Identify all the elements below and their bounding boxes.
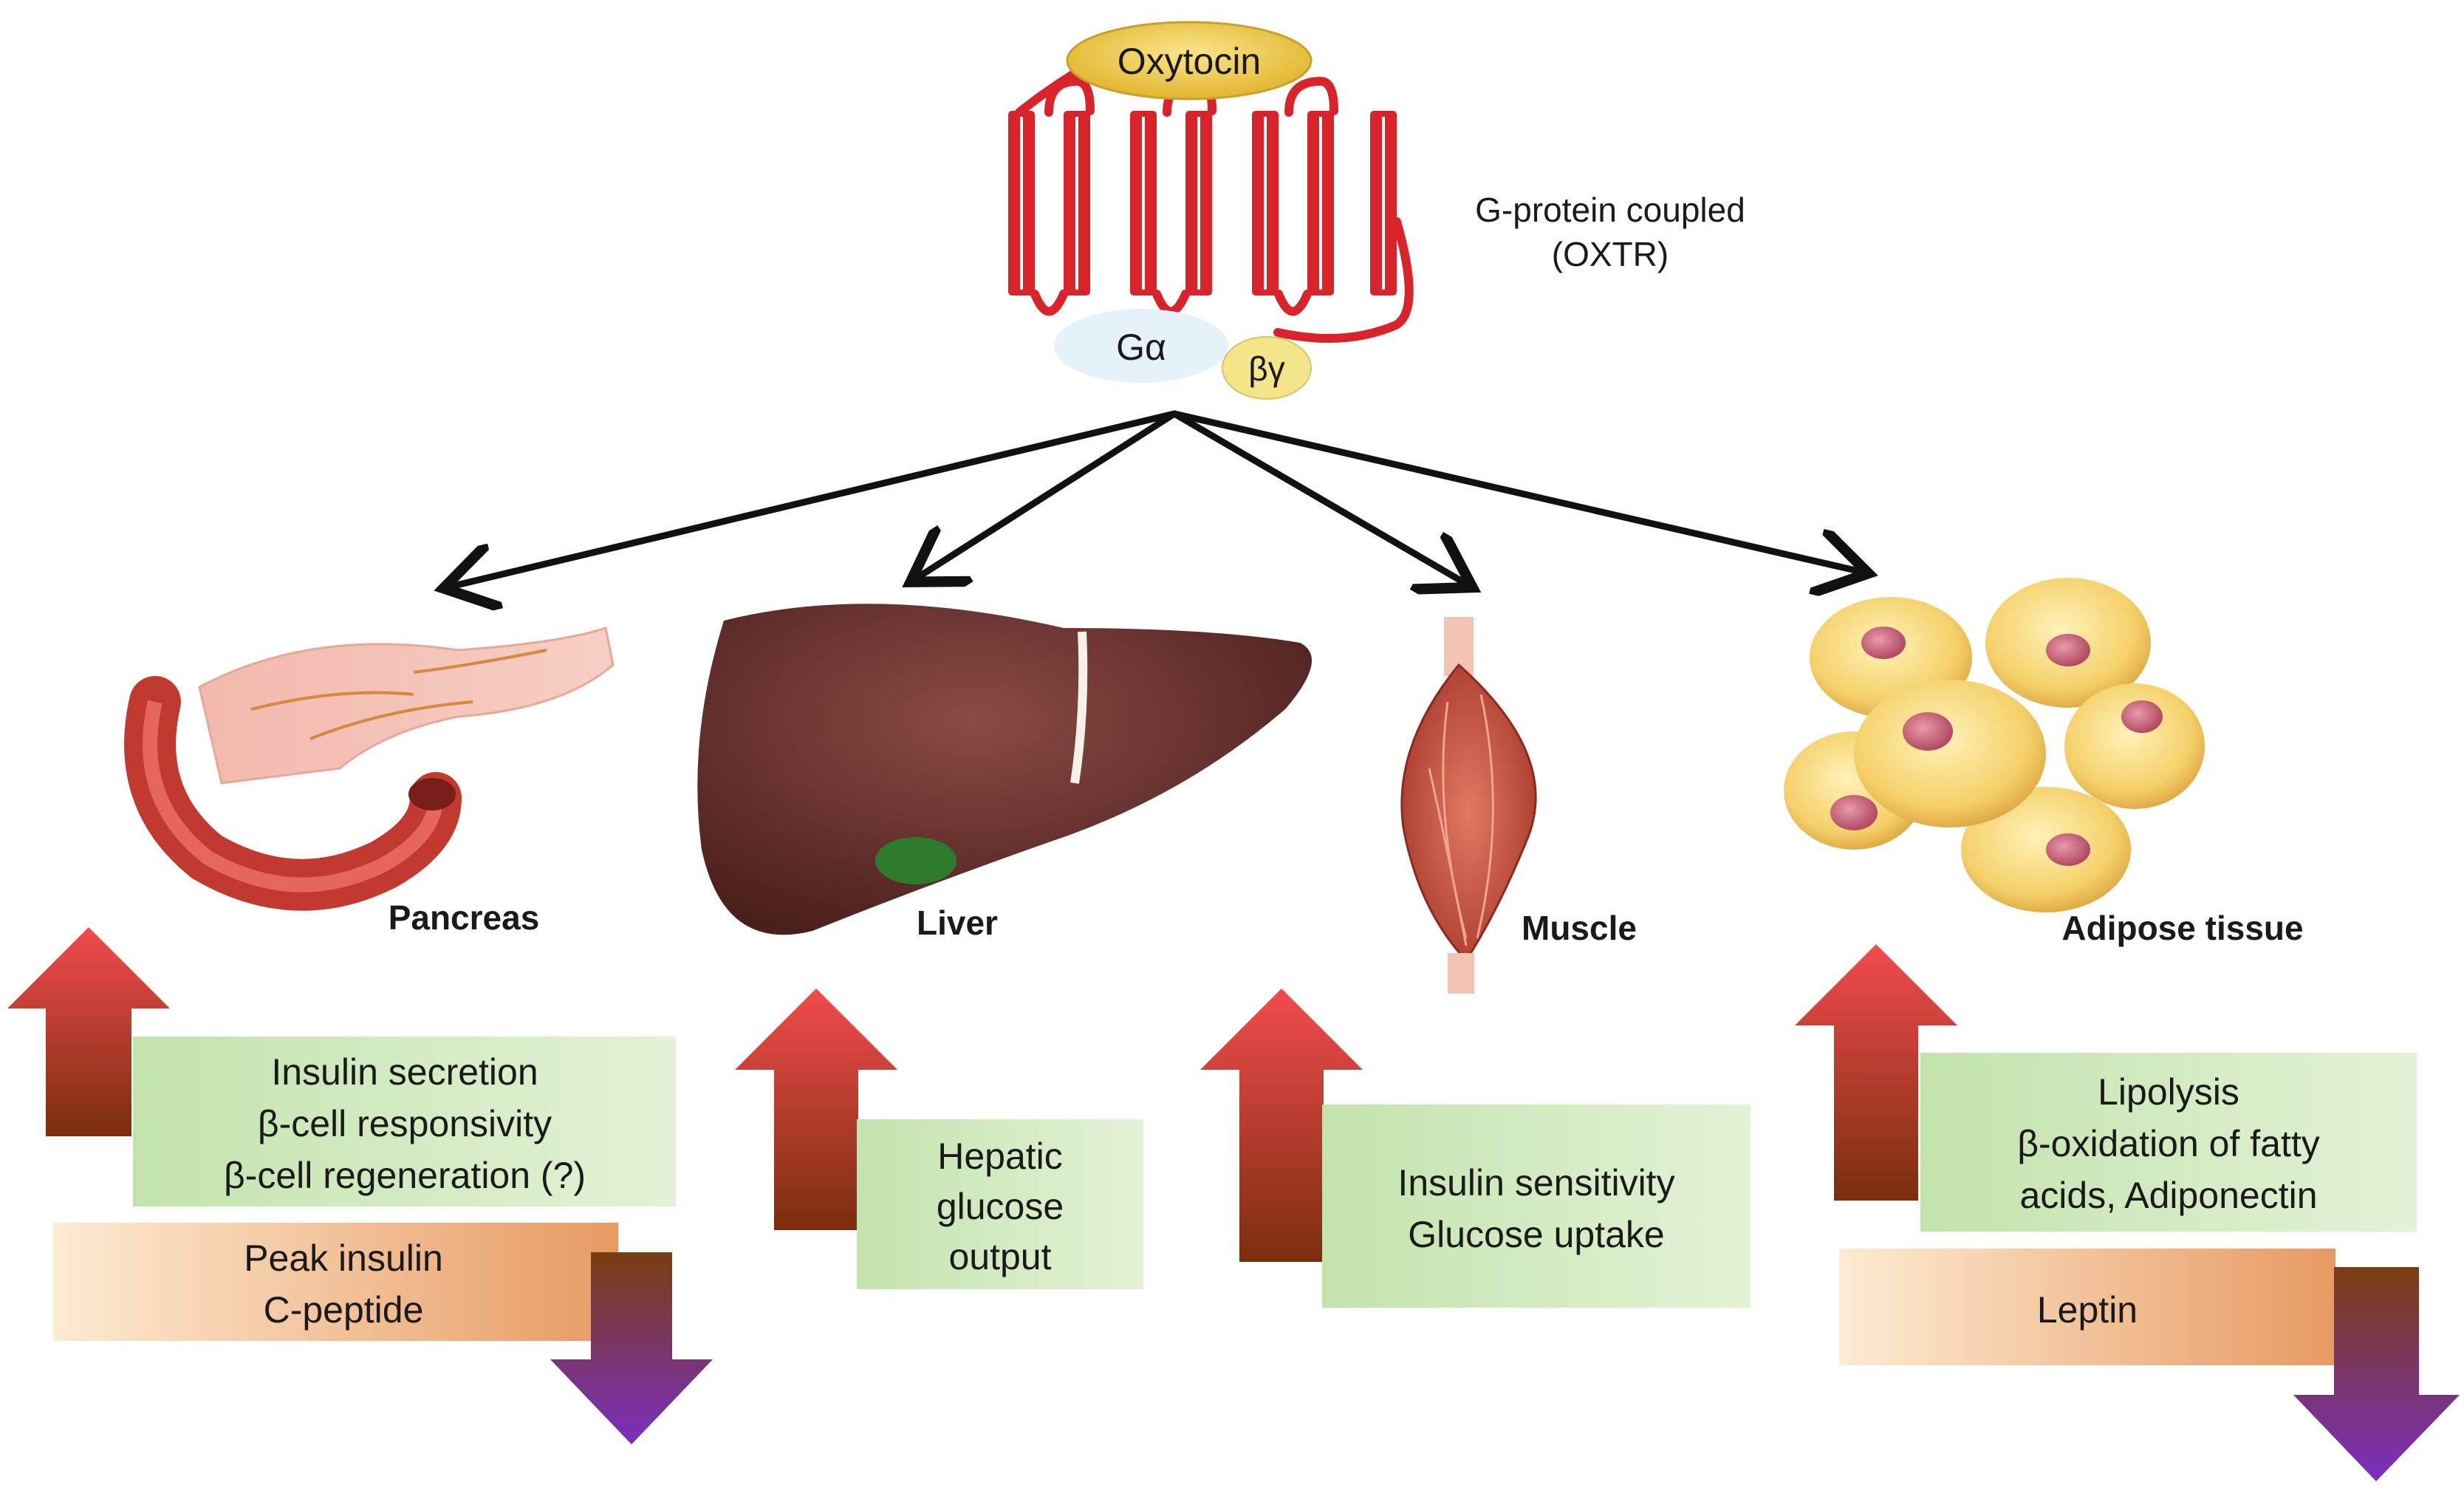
- pancreas-decrease-line2: C-peptide: [264, 1289, 424, 1331]
- g-betagamma-label: βγ: [1248, 349, 1284, 388]
- pancreas-increase-line1: Insulin secretion: [271, 1051, 538, 1093]
- muscle-icon: [1400, 617, 1537, 994]
- liver-increase-line3: output: [948, 1236, 1051, 1277]
- adipose-increase-arrow-icon: [1795, 944, 1957, 1201]
- liver-increase-box: [857, 1119, 1143, 1289]
- arrow-to-liver: [922, 410, 1178, 575]
- adipose-increase-box: [1920, 1053, 2417, 1232]
- receptor-group: Oxytocin G-protein coupled (OXTR) Gα βγ: [1008, 21, 1745, 400]
- liver-icon: [697, 604, 1312, 935]
- adipose-increase-line3: acids, Adiponectin: [2019, 1175, 2317, 1216]
- adipose-increase-line2: β-oxidation of fatty: [2017, 1123, 2320, 1164]
- g-alpha-subunit-icon: [1054, 309, 1228, 383]
- liver-label: Liver: [917, 904, 998, 942]
- pancreas-increase-box: [133, 1037, 676, 1206]
- pancreas-increase-line2: β-cell responsivity: [258, 1103, 552, 1144]
- signal-arrows: [456, 410, 1855, 585]
- muscle-increase-line2: Glucose uptake: [1408, 1214, 1664, 1255]
- adipose-decrease-line1: Leptin: [2037, 1289, 2138, 1331]
- receptor-name-line1: G-protein coupled: [1475, 191, 1745, 229]
- arrow-to-muscle: [1171, 410, 1461, 581]
- pancreas-decrease-box: [53, 1223, 618, 1341]
- receptor-name-line2: (OXTR): [1552, 235, 1669, 273]
- adipose-cells-icon: [1784, 578, 2205, 912]
- liver-increase-line2: glucose: [937, 1186, 1064, 1227]
- adipose-decrease-box: [1839, 1249, 2335, 1365]
- adipose-increase-line1: Lipolysis: [2098, 1071, 2239, 1113]
- helix-stripes: [1020, 117, 1385, 290]
- oxytocin-ligand-icon: [1066, 21, 1313, 100]
- arrow-to-adipose: [1171, 410, 1855, 570]
- pancreas-increase-line3: β-cell regeneration (?): [224, 1155, 586, 1196]
- liver-increase-line1: Hepatic: [937, 1136, 1063, 1177]
- adipose-label: Adipose tissue: [2061, 909, 2303, 947]
- muscle-increase-box: [1322, 1105, 1751, 1308]
- oxtr-receptor-icon: [1008, 111, 1397, 296]
- pancreas-decrease-line1: Peak insulin: [244, 1238, 443, 1279]
- muscle-label: Muscle: [1522, 909, 1637, 947]
- g-alpha-label: Gα: [1116, 327, 1166, 368]
- pancreas-decrease-arrow-icon: [550, 1252, 713, 1444]
- pancreas-icon: [124, 627, 615, 911]
- oxytocin-label: Oxytocin: [1118, 41, 1262, 82]
- muscle-increase-line1: Insulin sensitivity: [1397, 1162, 1674, 1204]
- pancreas-label: Pancreas: [389, 898, 540, 937]
- g-betagamma-subunit-icon: [1222, 336, 1312, 400]
- pancreas-increase-arrow-icon: [7, 927, 170, 1136]
- adipose-decrease-arrow-icon: [2293, 1267, 2460, 1481]
- arrow-to-pancreas: [456, 410, 1178, 585]
